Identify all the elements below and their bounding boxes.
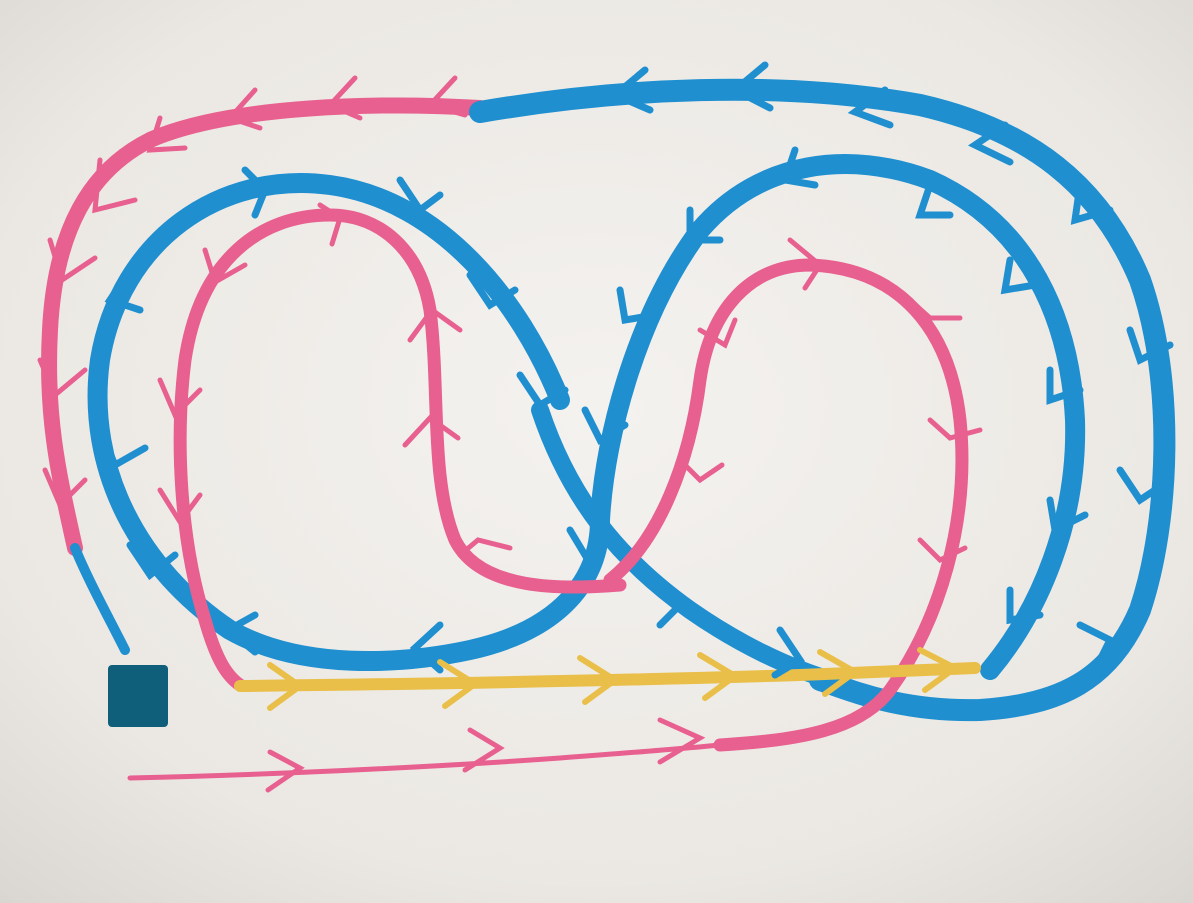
end-square-marker	[108, 665, 168, 727]
